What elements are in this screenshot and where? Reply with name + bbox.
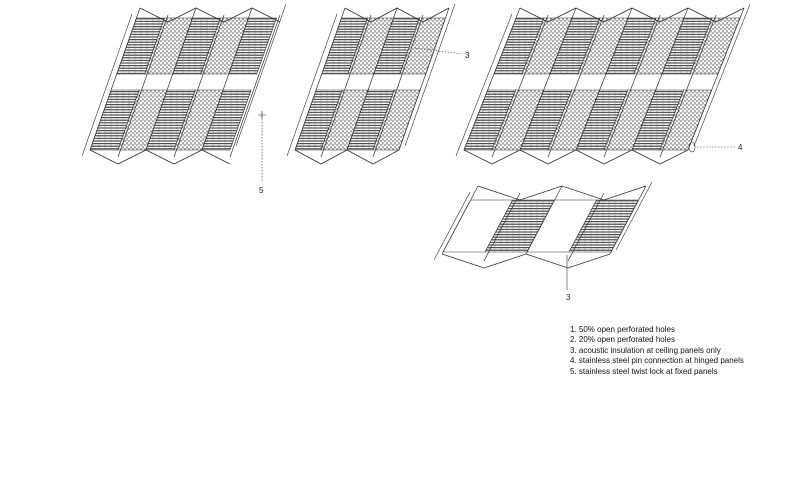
- bottom-edge: [89, 149, 231, 165]
- frame-rail: [404, 3, 456, 147]
- callout-4: 4: [738, 143, 743, 152]
- panel-top-left: [81, 3, 287, 165]
- frame-rail: [81, 13, 133, 157]
- fold-line: [89, 7, 141, 151]
- legend-item: 5. stainless steel twist lock at fixed p…: [570, 366, 718, 376]
- fold-line: [547, 14, 605, 158]
- fold-line: [603, 14, 661, 158]
- legend-item: 3. acoustic insulation at ceiling panels…: [570, 345, 721, 355]
- fold-line: [201, 7, 253, 151]
- top-edge: [477, 185, 647, 201]
- frame-rail: [286, 13, 338, 157]
- fold-line: [441, 185, 479, 255]
- frame-rail: [433, 191, 471, 261]
- frame-rail: [615, 181, 653, 251]
- fold-line: [519, 7, 577, 151]
- fold-line: [320, 14, 372, 158]
- fold-line: [372, 14, 424, 158]
- fold-line: [117, 14, 169, 158]
- fold-line: [609, 185, 647, 255]
- fold-line: [346, 7, 398, 151]
- fold-line: [229, 14, 281, 158]
- panel-top-right: [455, 3, 751, 165]
- panel-bottom: [433, 181, 653, 269]
- top-edge: [519, 7, 745, 23]
- fold-line: [294, 7, 346, 151]
- fold-line: [575, 7, 633, 151]
- legend-item: 4. stainless steel pin connection at hin…: [570, 356, 744, 366]
- legend-item: 1. 50% open perforated holes: [570, 325, 675, 334]
- leader-line-3-top: [414, 47, 463, 55]
- top-edge: [344, 7, 450, 23]
- bottom-edge: [463, 149, 689, 165]
- fold-line: [659, 14, 717, 158]
- bottom-edge: [441, 253, 611, 269]
- fold-line: [491, 14, 549, 158]
- fold-line: [567, 192, 605, 262]
- top-edge: [139, 7, 281, 23]
- fold-line: [631, 7, 689, 151]
- legend: 1. 50% open perforated holes 2. 20% open…: [570, 325, 770, 377]
- legend-item: 2. 20% open perforated holes: [570, 335, 675, 345]
- callout-5: 5: [259, 186, 264, 195]
- twist-lock-marker: [258, 111, 266, 119]
- callout-group: [258, 47, 735, 290]
- fold-line: [398, 7, 450, 151]
- fold-line: [463, 7, 521, 151]
- callout-3-bottom: 3: [566, 293, 571, 302]
- pin-marker: [688, 141, 696, 153]
- bottom-edge: [294, 149, 400, 165]
- frame-rail: [693, 3, 751, 147]
- panel-top-middle: [286, 3, 456, 165]
- frame-rail: [235, 3, 287, 147]
- fold-line: [145, 7, 197, 151]
- fold-line: [687, 7, 745, 151]
- frame-rail: [455, 13, 513, 157]
- callout-3-top: 3: [465, 51, 470, 60]
- fold-line: [525, 185, 563, 255]
- fold-line: [173, 14, 225, 158]
- fold-line: [483, 192, 521, 262]
